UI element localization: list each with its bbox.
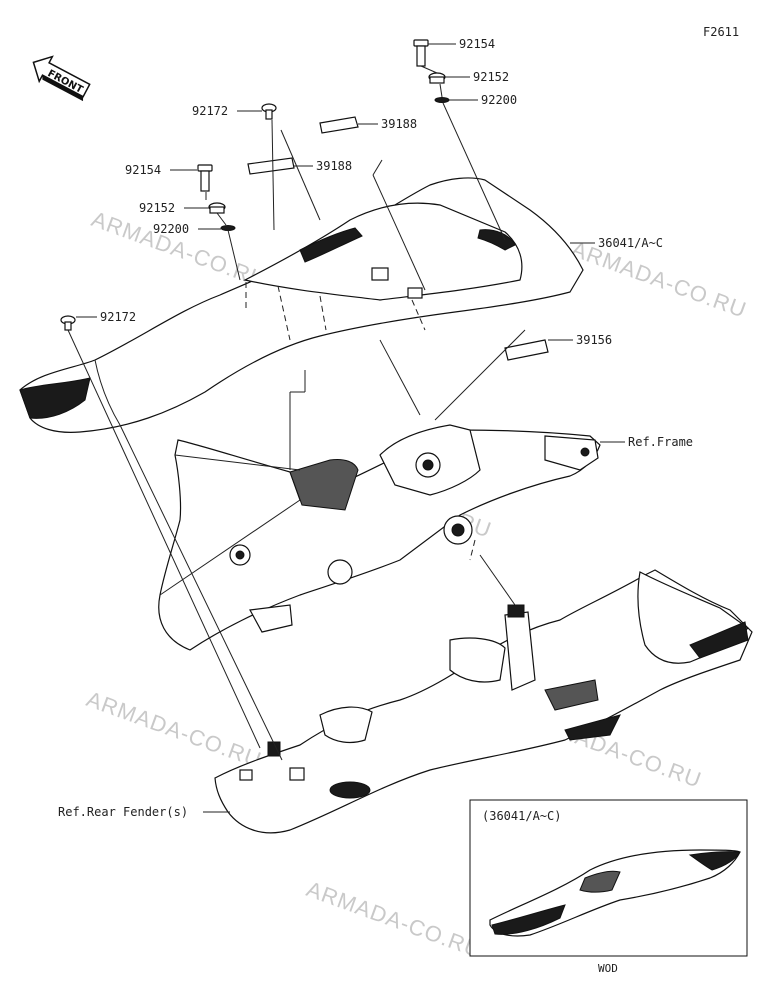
inset-caption: WOD — [598, 962, 618, 975]
callout-92154-right: 92154 — [459, 37, 495, 51]
left-washer-92152-icon — [208, 202, 226, 214]
watermark-1: ARMADA-CO.RU — [88, 206, 270, 293]
right-bolt-92154-icon — [413, 39, 429, 67]
callout-36041: 36041/A~C — [598, 236, 663, 250]
right-ring-92200-icon — [434, 97, 450, 103]
right-washer-92152-icon — [428, 72, 446, 84]
callout-92154-left: 92154 — [125, 163, 161, 177]
left-ring-92200-icon — [220, 225, 236, 231]
left-clip-92172-icon — [60, 315, 76, 331]
callout-92172-center: 92172 — [192, 104, 228, 118]
callout-92172-left: 92172 — [100, 310, 136, 324]
callout-92152-left: 92152 — [139, 201, 175, 215]
rear-frame-part — [158, 424, 601, 651]
callout-39188-lower: 39188 — [316, 159, 352, 173]
callout-92200-left: 92200 — [153, 222, 189, 236]
assembly-lines — [67, 65, 526, 761]
front-arrow-icon: FRONT — [32, 55, 91, 102]
rear-fender-part — [214, 569, 753, 834]
figure-id: F2611 — [703, 25, 739, 39]
label-39156-icon — [504, 339, 549, 361]
center-clip-92172-icon — [261, 103, 277, 120]
label-39188-lower-icon — [247, 157, 295, 175]
callouts: 92154 92152 92200 92172 39188 39188 9215… — [58, 37, 693, 819]
callout-39156: 39156 — [576, 333, 612, 347]
inset-panel: (36041/A~C) WOD — [469, 799, 748, 975]
seat-cover-part — [19, 177, 584, 433]
inset-seat-cover-part — [489, 849, 741, 937]
left-bolt-92154-icon — [197, 164, 213, 192]
callout-39188-upper: 39188 — [381, 117, 417, 131]
callout-92200-right: 92200 — [481, 93, 517, 107]
callout-ref-rear-fender: Ref.Rear Fender(s) — [58, 805, 188, 819]
label-39188-upper-icon — [319, 116, 359, 134]
inset-title: (36041/A~C) — [482, 809, 561, 823]
watermark-6: ARMADA-CO.RU — [303, 876, 485, 963]
callout-92152-right: 92152 — [473, 70, 509, 84]
callout-ref-frame: Ref.Frame — [628, 435, 693, 449]
